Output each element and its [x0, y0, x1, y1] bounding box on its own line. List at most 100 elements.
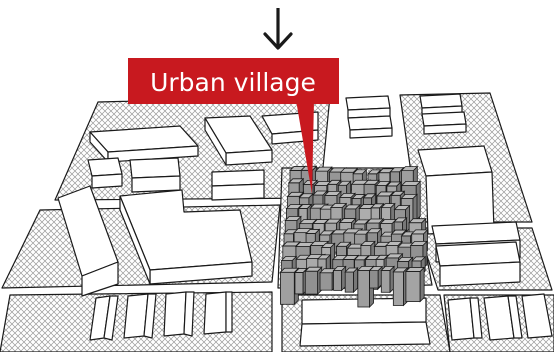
village-house: [304, 270, 319, 295]
village-house-roof: [320, 242, 336, 248]
village-house: [369, 270, 379, 289]
village-house-roof: [338, 218, 357, 223]
village-house: [405, 271, 421, 302]
village-house-roof: [411, 256, 427, 262]
village-house-roof: [352, 219, 370, 225]
village-house-roof: [280, 256, 298, 261]
building: [345, 95, 391, 119]
village-house-roof: [298, 219, 318, 225]
village-house-roof: [410, 229, 429, 235]
village-house-side: [419, 266, 425, 303]
village-house-roof: [286, 191, 305, 197]
village-house-roof: [393, 217, 408, 223]
building: [435, 241, 521, 287]
village-house: [294, 272, 304, 295]
village-house-roof: [351, 194, 367, 199]
village-house-roof: [400, 193, 418, 199]
village-house-roof: [285, 204, 303, 210]
village-house-roof: [375, 181, 392, 186]
surrounding-buildings: [57, 93, 553, 347]
urban-village-cluster: [279, 165, 429, 308]
village-house-roof: [329, 203, 348, 208]
village-house-roof: [404, 267, 426, 272]
village-house-roof: [332, 266, 347, 271]
village-house-roof: [304, 266, 323, 272]
building: [119, 189, 253, 285]
village-house: [319, 272, 333, 291]
village-house-roof: [316, 254, 332, 260]
building: [204, 115, 273, 166]
building: [211, 169, 265, 201]
building: [421, 111, 467, 135]
village-house-roof: [279, 267, 300, 273]
village-house-roof: [376, 191, 395, 197]
building: [89, 295, 119, 341]
village-house-roof: [353, 255, 370, 261]
village-house-roof: [400, 181, 422, 186]
village-house-roof: [339, 167, 359, 173]
village-house-roof: [318, 230, 335, 236]
village-house-roof: [362, 193, 377, 199]
building: [123, 293, 157, 339]
building: [89, 125, 199, 163]
building: [417, 145, 495, 235]
village-house-roof: [309, 240, 330, 246]
village-house-roof: [396, 256, 414, 262]
village-house-roof: [324, 218, 342, 224]
building: [129, 157, 181, 193]
building: [347, 115, 393, 139]
village-house-roof: [352, 169, 368, 175]
village-house-roof: [363, 179, 381, 185]
village-house: [380, 270, 391, 293]
village-house: [344, 271, 354, 293]
urban-village-label: Urban village: [150, 68, 316, 97]
village-house-roof: [390, 190, 406, 196]
village-house-roof: [359, 241, 376, 246]
callout-pointer: [296, 100, 314, 194]
village-house-roof: [368, 266, 384, 271]
building: [163, 291, 195, 337]
village-house-roof: [400, 166, 419, 172]
village-house-roof: [343, 204, 361, 210]
village-house-roof: [393, 205, 411, 211]
village-house-roof: [366, 228, 383, 234]
village-house-roof: [326, 179, 342, 185]
building: [447, 297, 483, 341]
building: [521, 293, 553, 339]
village-house-roof: [314, 166, 333, 172]
village-house-roof: [305, 229, 321, 234]
building: [203, 291, 233, 335]
village-house-roof: [365, 218, 385, 224]
village-house-roof: [281, 241, 301, 247]
village-house-roof: [409, 240, 428, 246]
village-house-roof: [323, 190, 342, 196]
village-house-roof: [380, 203, 396, 209]
village-house-roof: [380, 266, 396, 271]
village-house: [357, 269, 370, 308]
building: [57, 185, 119, 297]
village-house: [279, 271, 295, 305]
village-house-roof: [385, 181, 402, 187]
village-house-roof: [385, 253, 404, 259]
building: [87, 157, 123, 189]
village-house: [392, 271, 404, 306]
village-house-roof: [385, 241, 403, 246]
village-house-roof: [297, 204, 313, 209]
village-house-roof: [389, 167, 405, 173]
village-house-roof: [294, 268, 309, 273]
village-house-roof: [370, 203, 385, 209]
village-house-roof: [284, 216, 302, 221]
village-house-roof: [335, 241, 352, 247]
village-house-roof: [344, 267, 359, 273]
village-house-roof: [390, 229, 408, 235]
village-house-roof: [392, 267, 409, 273]
village-house-roof: [367, 169, 382, 175]
down-arrow-icon: [263, 8, 293, 50]
village-house-roof: [338, 192, 356, 198]
building: [483, 295, 523, 341]
village-house-roof: [312, 190, 328, 196]
village-house-roof: [337, 180, 352, 186]
village-house-roof: [408, 218, 427, 224]
village-house-roof: [298, 193, 314, 199]
